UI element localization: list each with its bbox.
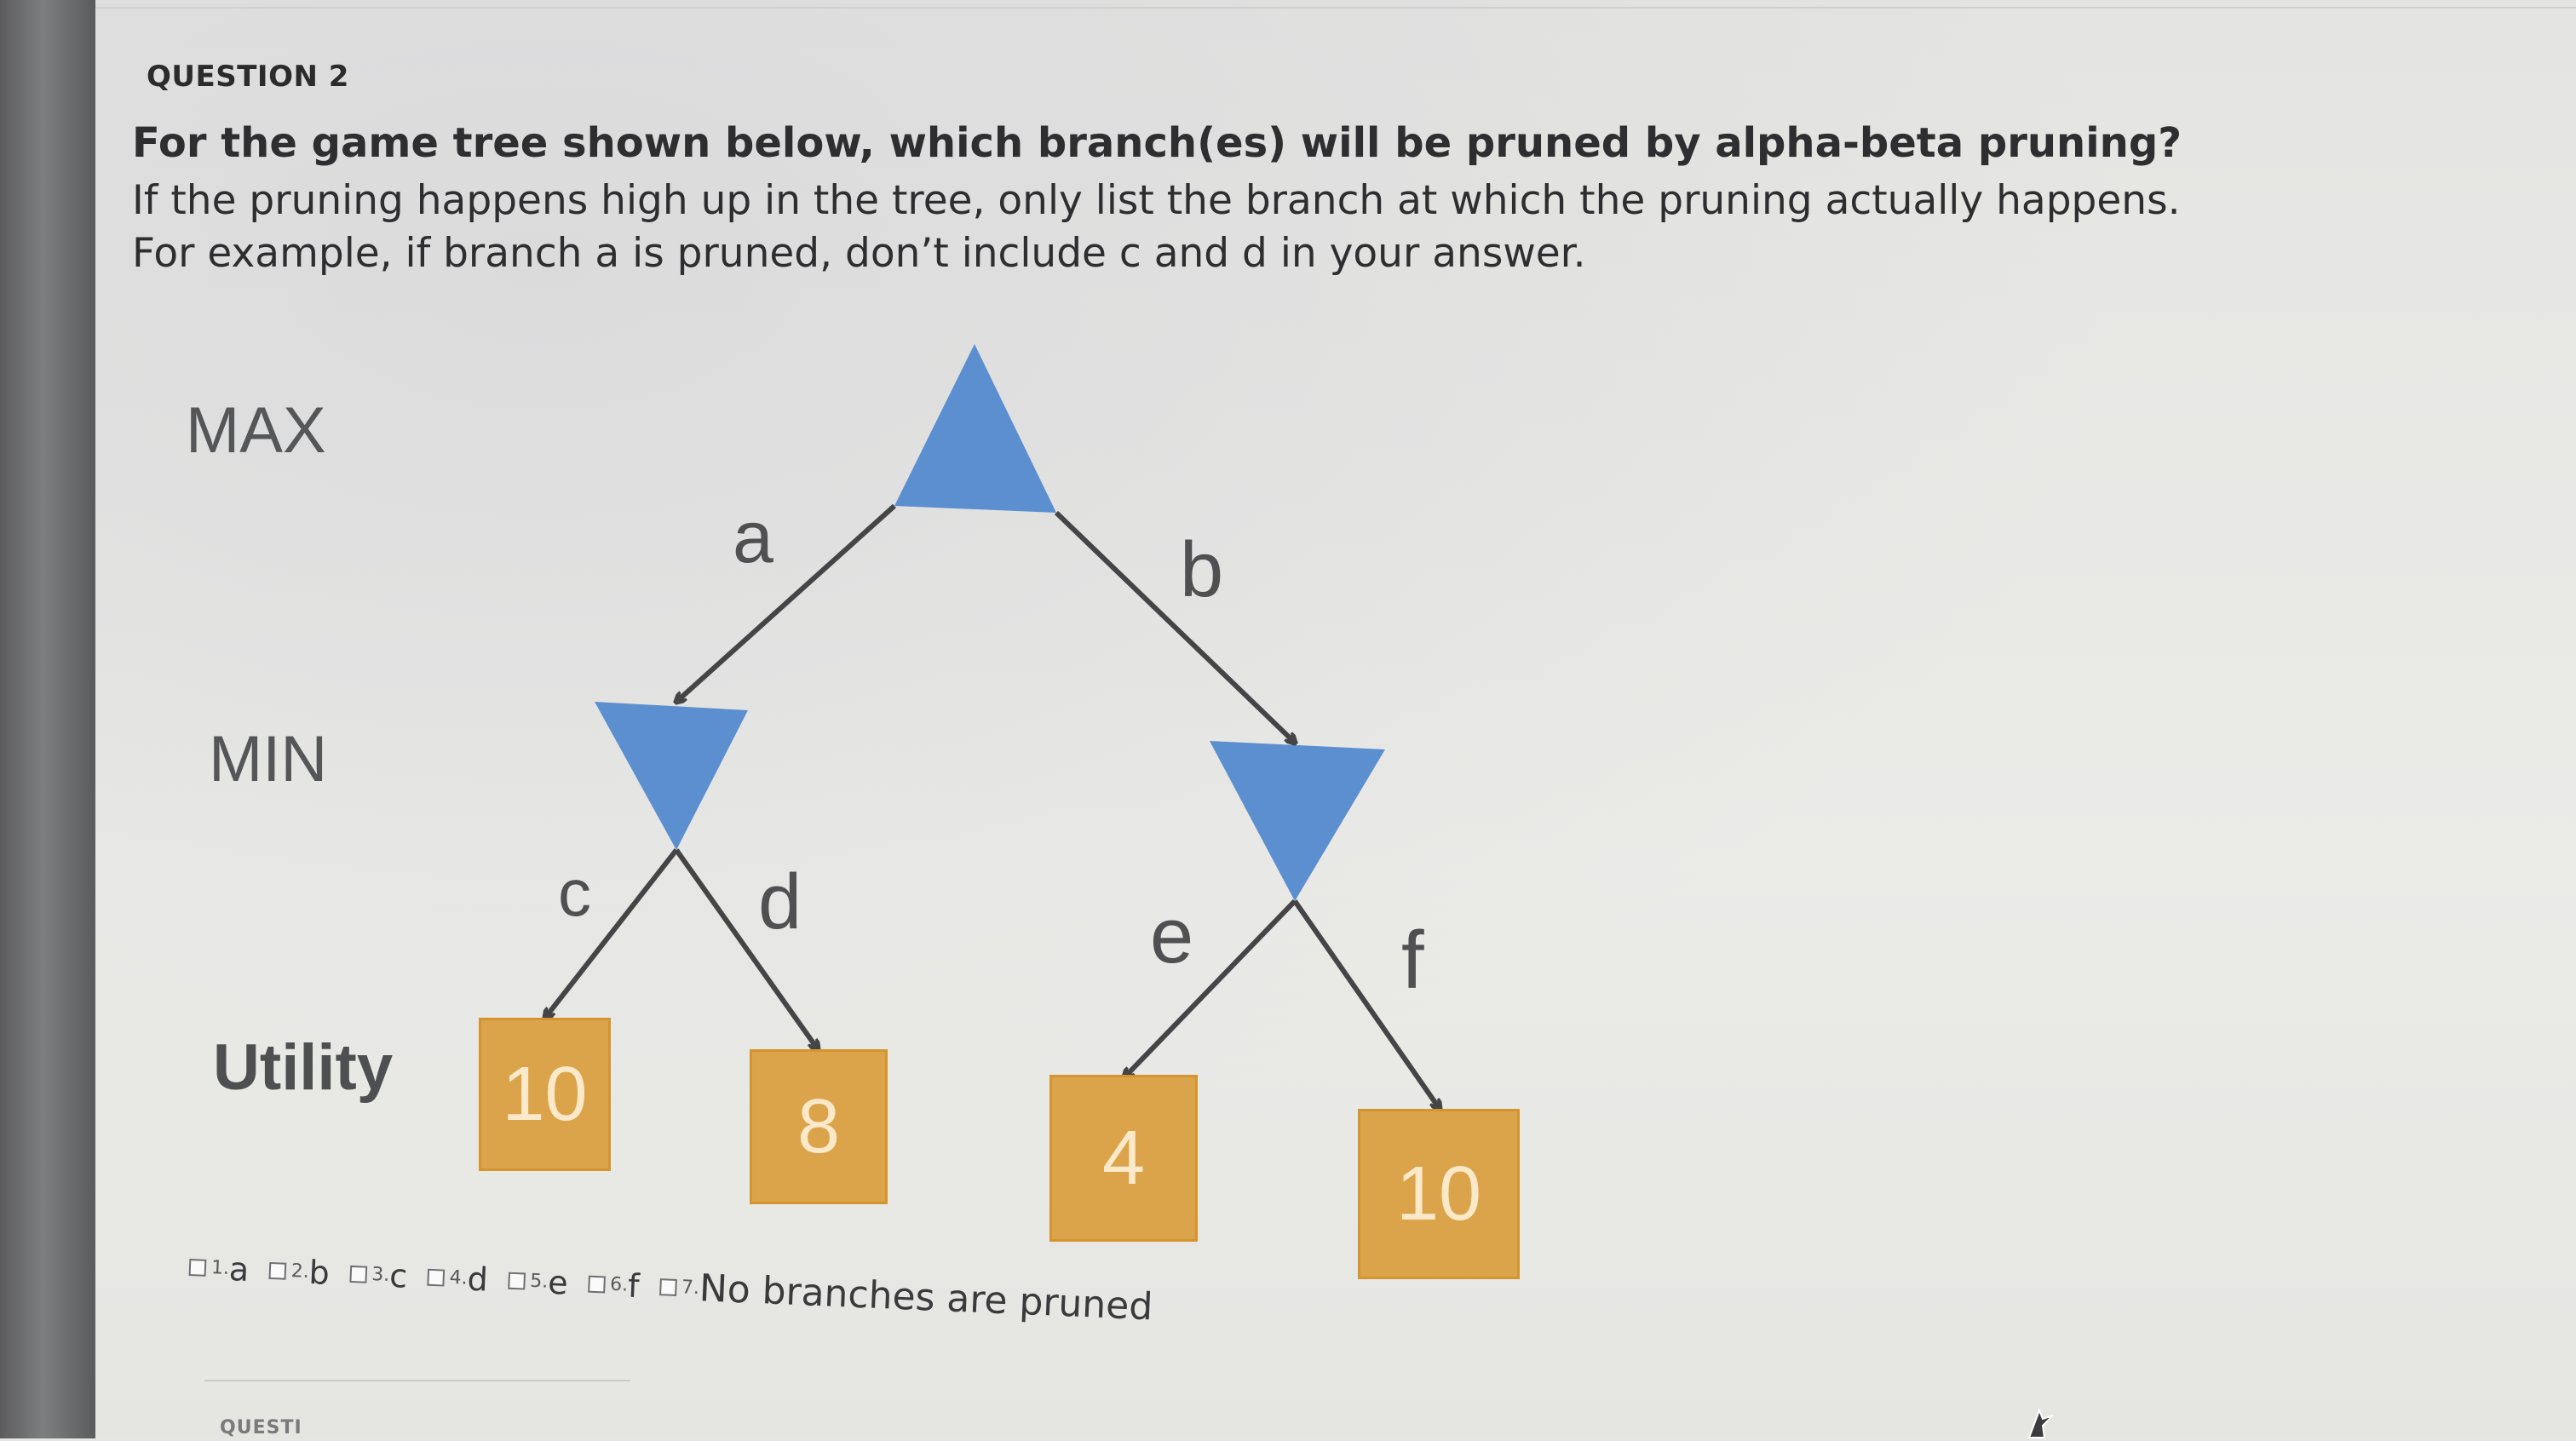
option-label: f bbox=[627, 1266, 641, 1305]
checkbox[interactable] bbox=[188, 1258, 207, 1277]
checkbox[interactable] bbox=[427, 1268, 446, 1287]
utility-leaf-2: 8 bbox=[750, 1049, 888, 1204]
option-number: 3. bbox=[371, 1263, 390, 1286]
branch-label-b: b bbox=[1180, 526, 1223, 613]
answer-option-f[interactable]: 6. f bbox=[587, 1265, 641, 1305]
option-label: a bbox=[228, 1249, 250, 1289]
checkbox[interactable] bbox=[507, 1272, 526, 1290]
checkbox[interactable] bbox=[268, 1261, 287, 1280]
option-label: d bbox=[466, 1260, 489, 1299]
question-text-line-2: If the pruning happens high up in the tr… bbox=[132, 177, 2181, 224]
option-number: 1. bbox=[210, 1257, 230, 1279]
branch-f bbox=[1292, 899, 1440, 1109]
answer-option-d[interactable]: 4. d bbox=[427, 1258, 489, 1298]
checkbox[interactable] bbox=[348, 1265, 367, 1283]
branch-label-a: a bbox=[733, 497, 773, 578]
utility-leaf-1: 10 bbox=[479, 1018, 611, 1171]
min-node-right bbox=[1210, 741, 1385, 901]
branch-a bbox=[676, 503, 897, 702]
mouse-cursor-icon bbox=[2027, 1408, 2054, 1438]
next-question-heading: QUESTI bbox=[220, 1417, 302, 1438]
branch-label-e: e bbox=[1150, 893, 1193, 979]
level-label-min: MIN bbox=[209, 723, 328, 795]
checkbox[interactable] bbox=[587, 1275, 606, 1293]
checkbox[interactable] bbox=[658, 1277, 677, 1296]
branch-b bbox=[1054, 510, 1295, 743]
option-label: e bbox=[547, 1263, 569, 1302]
option-number: 5. bbox=[529, 1270, 549, 1293]
branch-c bbox=[545, 848, 679, 1018]
branch-label-c: c bbox=[558, 855, 591, 930]
level-label-max: MAX bbox=[186, 394, 326, 467]
answer-option-e[interactable]: 5. e bbox=[507, 1261, 569, 1302]
answer-option-b[interactable]: 2. b bbox=[268, 1251, 331, 1291]
min-node-left bbox=[595, 702, 748, 850]
option-number: 4. bbox=[449, 1266, 469, 1289]
branch-label-f: f bbox=[1401, 915, 1424, 1006]
branch-e bbox=[1124, 898, 1297, 1077]
top-divider bbox=[95, 7, 2576, 9]
option-number: 6. bbox=[609, 1273, 629, 1296]
question-text-line-1: For the game tree shown below, which bra… bbox=[132, 119, 2182, 167]
utility-leaf-3: 4 bbox=[1049, 1075, 1198, 1242]
branch-d bbox=[674, 848, 818, 1049]
utility-leaf-4: 10 bbox=[1358, 1109, 1520, 1279]
question-text-line-3: For example, if branch a is pruned, don’… bbox=[132, 230, 1586, 277]
question-separator bbox=[204, 1380, 630, 1381]
branch-label-d: d bbox=[758, 858, 802, 945]
option-number: 2. bbox=[290, 1260, 310, 1283]
max-node bbox=[894, 344, 1056, 513]
question-number: QUESTION 2 bbox=[147, 60, 349, 94]
option-number: 7. bbox=[681, 1277, 700, 1300]
option-label: c bbox=[388, 1256, 409, 1295]
level-label-utility: Utility bbox=[213, 1031, 394, 1104]
option-label: b bbox=[308, 1253, 331, 1292]
monitor-bezel bbox=[0, 0, 95, 1438]
answer-option-a[interactable]: 1. a bbox=[188, 1249, 250, 1289]
answer-option-c[interactable]: 3. c bbox=[348, 1254, 408, 1295]
screen-area bbox=[95, 0, 2576, 1438]
